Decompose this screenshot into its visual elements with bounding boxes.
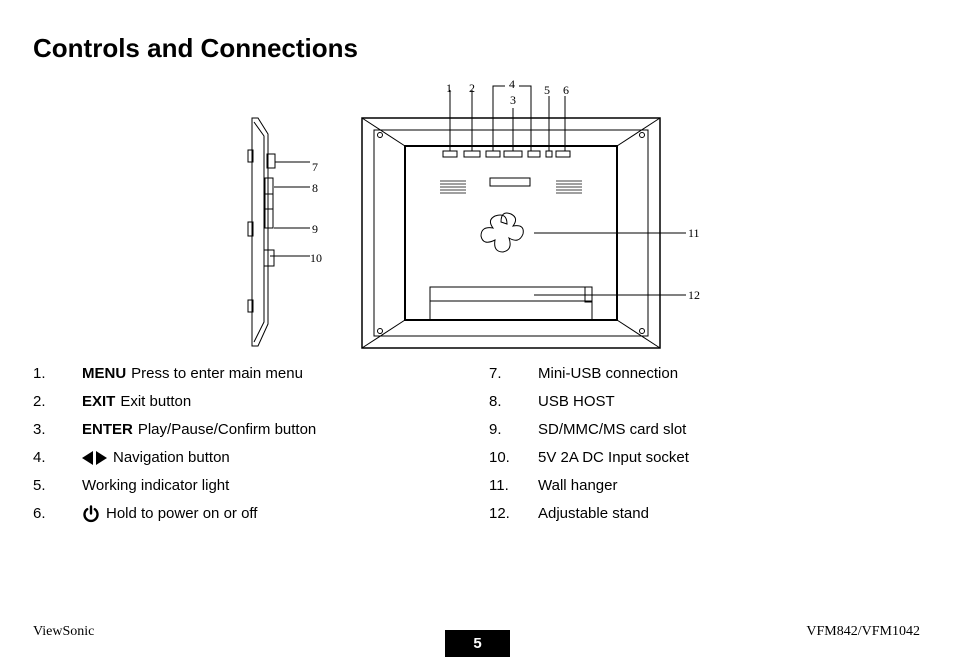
item-text: Mini-USB connection: [538, 365, 679, 382]
list-item: 4. Navigation button: [33, 448, 473, 476]
callout-11: 11: [688, 226, 700, 240]
callout-1: 1: [446, 81, 452, 95]
item-number: 11.: [489, 477, 509, 494]
list-item: 2. EXIT Exit button: [33, 392, 473, 420]
callout-2: 2: [469, 81, 475, 95]
callout-9: 9: [312, 222, 318, 236]
list-item: 6. Hold to power on or off: [33, 504, 473, 532]
item-keyword: EXIT: [82, 393, 116, 410]
device-diagram-svg: 7 8 9 10: [247, 77, 700, 349]
list-item: 10. 5V 2A DC Input socket: [489, 448, 929, 476]
item-text: Adjustable stand: [538, 505, 649, 522]
callout-3: 3: [510, 93, 516, 107]
callout-8: 8: [312, 181, 318, 195]
footer-brand: ViewSonic: [33, 624, 95, 639]
item-number: 4.: [33, 449, 46, 466]
list-item: 9. SD/MMC/MS card slot: [489, 420, 929, 448]
item-keyword: MENU: [82, 365, 127, 382]
page-number: 5: [445, 630, 510, 657]
item-number: 10.: [489, 449, 510, 466]
right-arrow-icon: [96, 451, 107, 465]
item-text: USB HOST: [538, 393, 615, 410]
left-arrow-icon: [82, 451, 93, 465]
callout-4: 4: [509, 77, 515, 91]
list-item: 5. Working indicator light: [33, 476, 473, 504]
side-view: [247, 117, 276, 347]
item-text: SD/MMC/MS card slot: [538, 421, 687, 438]
item-text: Working indicator light: [82, 477, 230, 494]
item-text: Exit button: [120, 393, 192, 410]
list-item: 3. ENTER Play/Pause/Confirm button: [33, 420, 473, 448]
item-text: Press to enter main menu: [131, 365, 303, 382]
item-keyword: ENTER: [82, 421, 133, 438]
item-number: 1.: [33, 365, 46, 382]
item-number: 9.: [489, 421, 502, 438]
list-item: 1. MENU Press to enter main menu: [33, 364, 473, 392]
back-view: [361, 117, 661, 349]
item-number: 7.: [489, 365, 502, 382]
item-text: Hold to power on or off: [106, 505, 258, 522]
item-text: Play/Pause/Confirm button: [137, 421, 317, 438]
list-item: 7. Mini-USB connection: [489, 364, 929, 392]
item-number: 6.: [33, 505, 46, 522]
callout-10: 10: [310, 251, 322, 265]
item-number: 5.: [33, 477, 46, 494]
list-item: 8. USB HOST: [489, 392, 929, 420]
callout-7: 7: [312, 160, 318, 174]
callout-5: 5: [544, 83, 550, 97]
device-diagram: 7 8 9 10: [240, 74, 720, 354]
item-text: 5V 2A DC Input socket: [538, 449, 689, 466]
controls-list: 1. MENU Press to enter main menu 2. EXIT…: [33, 364, 473, 532]
item-number: 12.: [489, 505, 510, 522]
power-icon: [82, 504, 100, 524]
item-text: Navigation button: [113, 449, 230, 466]
footer-model: VFM842/VFM1042: [806, 624, 920, 639]
item-text: Wall hanger: [538, 477, 618, 494]
list-item: 11. Wall hanger: [489, 476, 929, 504]
page-title: Controls and Connections: [33, 33, 358, 63]
item-number: 8.: [489, 393, 502, 410]
list-item: 12. Adjustable stand: [489, 504, 929, 532]
item-number: 2.: [33, 393, 46, 410]
connections-list: 7. Mini-USB connection 8. USB HOST 9. SD…: [489, 364, 929, 532]
callout-6: 6: [563, 83, 569, 97]
left-right-arrows-icon: [82, 448, 107, 468]
item-number: 3.: [33, 421, 46, 438]
callout-12: 12: [688, 288, 700, 302]
